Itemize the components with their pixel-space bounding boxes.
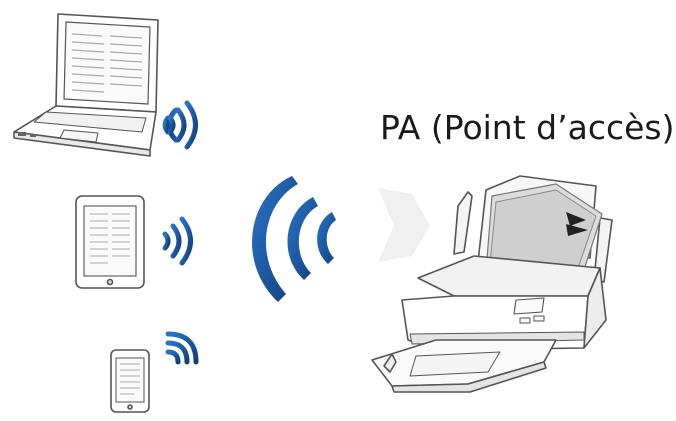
scanner-icon: [371, 175, 613, 393]
laptop-icon: [13, 13, 159, 157]
wifi-signal-icon: [165, 331, 199, 365]
tablet-icon: [75, 195, 145, 289]
background-arrow: [378, 188, 430, 262]
wifi-signal-icon: [252, 176, 336, 302]
access-point-label: PA (Point d’accès): [380, 108, 675, 147]
wifi-signal-icon: [162, 100, 198, 150]
smartphone-icon: [110, 349, 150, 413]
wifi-signal-icon: [162, 216, 193, 266]
